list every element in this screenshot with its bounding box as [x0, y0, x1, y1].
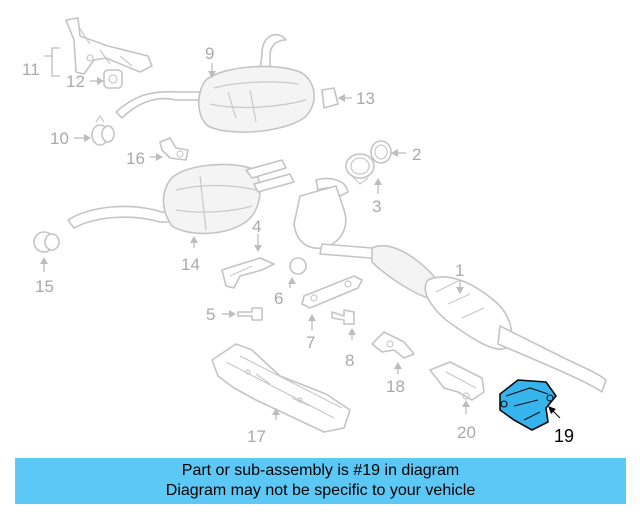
part-1-front-pipe-catalytic-converter [293, 177, 607, 393]
part-18-bracket [371, 331, 415, 359]
callout-2: 2 [412, 145, 421, 164]
part-3-clamp [345, 153, 375, 185]
callout-6: 6 [274, 289, 283, 308]
callout-17: 17 [247, 427, 266, 446]
callout-8: 8 [345, 351, 354, 370]
callout-20: 20 [457, 423, 476, 442]
part-4-heat-shield [221, 257, 275, 289]
part-15-clamp [33, 231, 60, 253]
callout-7: 7 [306, 333, 315, 352]
part-14-middle-muffler [67, 159, 295, 235]
banner-line-2: Diagram may not be specific to your vehi… [165, 482, 476, 499]
part-20-bracket [429, 361, 485, 401]
part-7-flange-gasket [301, 275, 363, 309]
part-16-small-bracket [159, 137, 189, 161]
callout-11: 11 [22, 60, 40, 79]
callout-14: 14 [181, 255, 200, 274]
callout-1: 1 [455, 261, 464, 280]
callout-12: 12 [66, 72, 85, 91]
part-17-heat-shield [211, 343, 351, 433]
info-banner: Part or sub-assembly is #19 in diagram D… [15, 458, 626, 504]
callout-3: 3 [372, 197, 381, 216]
part-8-bolt [331, 309, 355, 325]
part-19-bracket-highlighted [499, 379, 557, 431]
exhaust-parts-diagram: 11 12 9 13 10 16 2 [22, 17, 607, 446]
callout-16: 16 [126, 149, 145, 168]
part-11-bracket [65, 17, 153, 75]
callout-13: 13 [356, 89, 375, 108]
callout-10: 10 [50, 129, 69, 148]
callout-19: 19 [554, 426, 574, 446]
callout-15: 15 [35, 277, 54, 296]
part-2-gasket [370, 140, 392, 164]
callout-5: 5 [206, 305, 215, 324]
callout-4: 4 [252, 217, 261, 236]
part-10-clamp [91, 114, 115, 146]
part-13-rubber-block [321, 87, 339, 109]
part-9-rear-muffler [115, 34, 315, 133]
leader-11 [44, 47, 60, 77]
part-5-bolt [237, 307, 263, 321]
part-6-cap [289, 257, 307, 275]
part-12-rubber-mount [103, 69, 123, 89]
callout-9: 9 [205, 44, 214, 63]
callout-18: 18 [386, 377, 405, 396]
banner-line-1: Part or sub-assembly is #19 in diagram [181, 462, 460, 479]
